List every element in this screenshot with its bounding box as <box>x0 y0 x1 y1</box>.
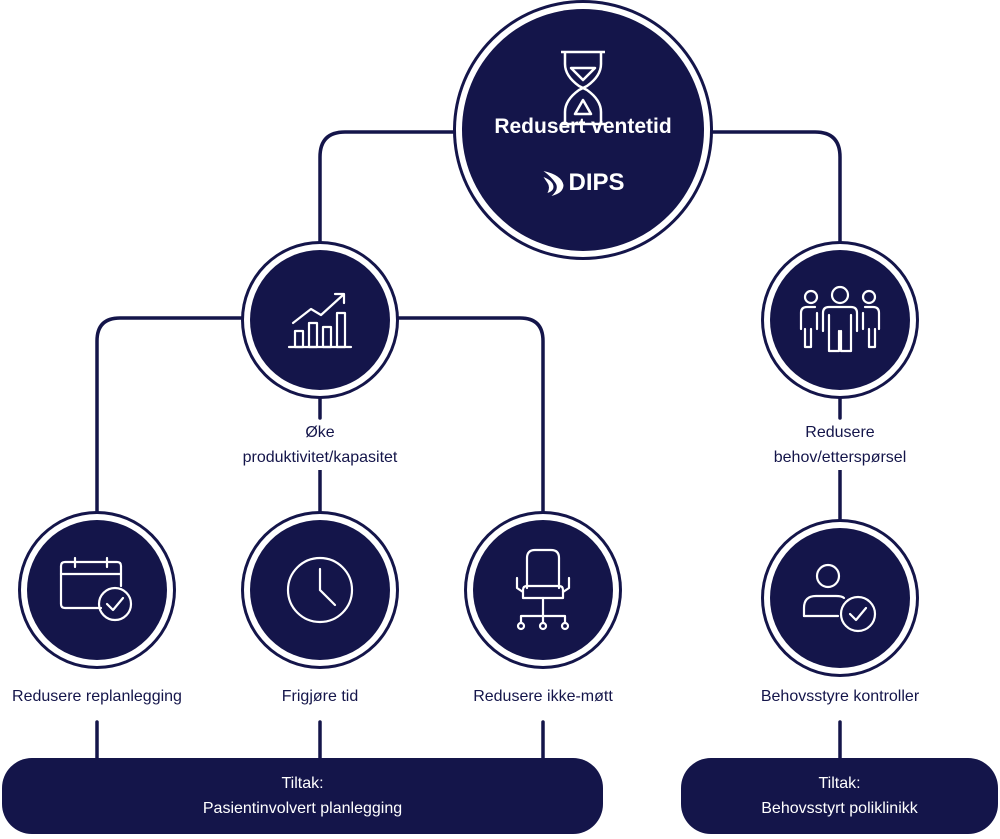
node-replanning <box>27 520 167 660</box>
label-controls: Behovsstyre kontroller <box>756 684 924 709</box>
root-title: Redusert ventetid <box>494 115 672 138</box>
clock-icon <box>286 556 354 624</box>
label-productivity-line2: produktivitet/kapasitet <box>242 449 398 466</box>
label-demand-line2: behov/etterspørsel <box>773 449 907 466</box>
node-productivity <box>250 250 390 390</box>
label-no-show: Redusere ikke-møtt <box>469 684 617 709</box>
calendar-check-icon <box>59 556 133 622</box>
logo-text: DIPS <box>568 169 625 196</box>
user-check-icon <box>802 563 877 633</box>
people-group-icon <box>799 285 881 353</box>
action-planning-text: Pasientinvolvert planlegging <box>202 800 403 817</box>
growth-chart-icon <box>287 292 353 349</box>
dips-logo: DIPS <box>541 169 625 197</box>
root-node: Redusert ventetid DIPS <box>462 9 704 251</box>
hourglass-icon <box>561 50 605 126</box>
node-demand <box>770 250 910 390</box>
action-outpatient-heading: Tiltak: <box>818 775 861 792</box>
label-productivity-line1: Øke <box>305 424 335 441</box>
label-replanning: Redusere replanlegging <box>8 684 186 709</box>
dips-logo-icon <box>543 171 564 196</box>
action-bar-planning: Tiltak: Pasientinvolvert planlegging <box>2 758 603 834</box>
action-planning-heading: Tiltak: <box>281 775 324 792</box>
label-demand: Redusere behov/etterspørsel <box>769 420 911 470</box>
node-controls <box>770 528 910 668</box>
label-free-time: Frigjøre tid <box>277 684 363 709</box>
label-demand-line1: Redusere <box>805 424 875 441</box>
label-productivity: Øke produktivitet/kapasitet <box>238 420 402 470</box>
node-free-time <box>250 520 390 660</box>
node-no-show <box>473 520 613 660</box>
action-outpatient-text: Behovsstyrt poliklinikk <box>761 800 918 817</box>
action-bar-outpatient: Tiltak: Behovsstyrt poliklinikk <box>681 758 998 834</box>
office-chair-icon <box>515 548 571 631</box>
